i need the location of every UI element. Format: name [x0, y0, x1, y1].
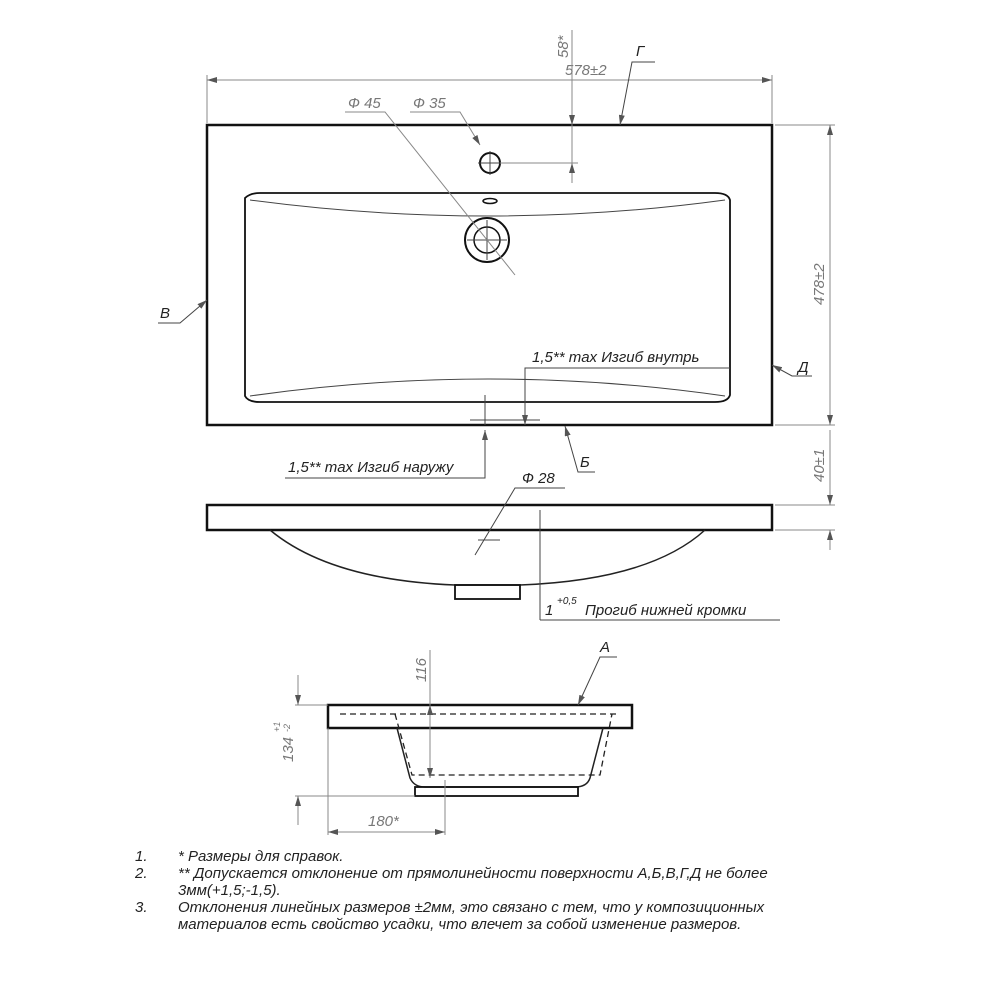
bend-inward-note: 1,5** max Изгиб внутрь — [532, 349, 699, 366]
thickness-dimension: 40±1 — [811, 449, 828, 482]
sag-value: 1 — [545, 602, 553, 619]
side-view: 40±1 Ф 28 1 +0,5 Прогиб нижней кромки — [205, 430, 835, 621]
dia-35-label: Ф 35 — [413, 95, 446, 112]
note-text: ** Допускается отклонение от прямолинейн… — [178, 865, 768, 899]
sag-label: Прогиб нижней кромки — [585, 602, 747, 619]
overflow-slot — [482, 197, 498, 205]
note-item: 3.Отклонения линейных размеров ±2мм, это… — [135, 899, 828, 933]
drain-stub — [454, 584, 521, 600]
bowl-bottom-curve — [249, 378, 726, 397]
width-180-dimension: 180* — [368, 813, 400, 830]
bend-outward-note: 1,5** max Изгиб наружу — [288, 459, 455, 476]
offset-dimension: 58* — [555, 34, 572, 58]
sag-tolerance: +0,5 — [557, 596, 577, 607]
note-item: 2.** Допускается отклонение от прямолине… — [135, 865, 828, 899]
dia-28-label: Ф 28 — [522, 470, 555, 487]
note-text: * Размеры для справок. — [178, 848, 344, 865]
notes-list: 1.* Размеры для справок. 2.** Допускаетс… — [135, 848, 828, 933]
section-view: А 116 134 +1 -2 180* — [272, 639, 634, 835]
width-dimension: 578±2 — [565, 62, 607, 79]
label-surface-b: Б — [580, 454, 590, 471]
top-outline — [205, 123, 774, 427]
label-surface-v: В — [160, 305, 170, 322]
height-134-dimension: 134 — [280, 737, 297, 762]
height-tol-upper: +1 — [272, 722, 282, 732]
depth-116-dimension: 116 — [413, 657, 430, 682]
bowl-top-curve — [249, 199, 726, 217]
height-tol-lower: -2 — [282, 724, 292, 732]
dia-45-label: Ф 45 — [348, 95, 381, 112]
label-surface-d: Д — [796, 359, 809, 376]
bowl-outline — [244, 192, 731, 403]
label-surface-a: А — [599, 639, 610, 656]
note-text: Отклонения линейных размеров ±2мм, это с… — [178, 899, 765, 933]
section-flange — [326, 703, 634, 730]
depth-dimension: 478±2 — [811, 263, 828, 305]
label-surface-g: Г — [636, 43, 646, 60]
side-outline — [205, 503, 774, 532]
top-view: 578±2 58* Г Ф 45 Ф 35 478±2 В Д 1,5** ma… — [158, 30, 835, 479]
drain-outer — [464, 217, 510, 263]
note-item: 1.* Размеры для справок. — [135, 848, 344, 865]
